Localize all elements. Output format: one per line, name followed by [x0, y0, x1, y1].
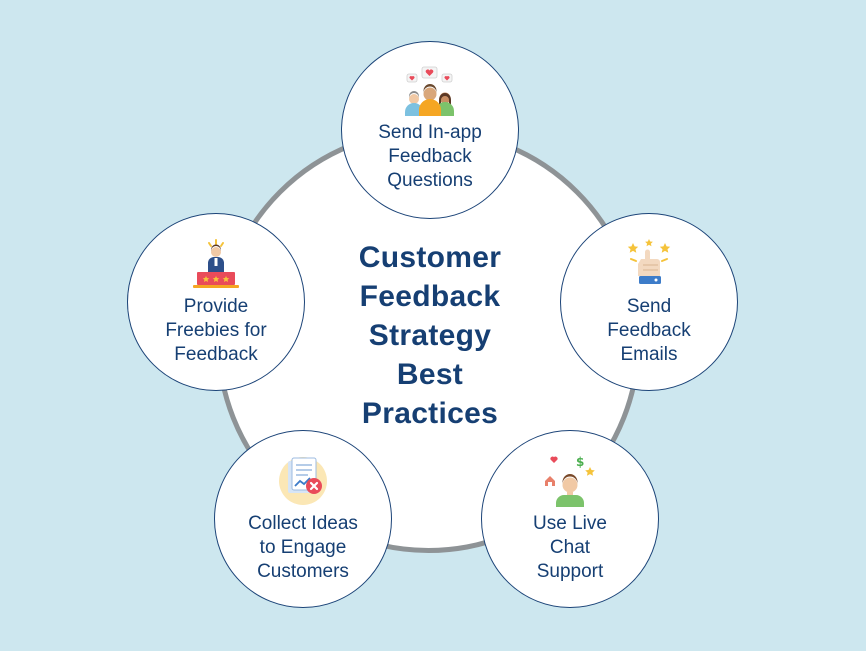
practice-label-line: Customers — [257, 561, 349, 582]
practice-label-line: Use Live — [533, 513, 607, 534]
practice-label: Provide Freebies for Feedback — [138, 295, 294, 367]
practice-label-line: Questions — [387, 170, 473, 191]
practice-label-line: Collect Ideas — [248, 513, 358, 534]
practice-label-line: Freebies for — [165, 320, 267, 341]
practice-label: Collect Ideas to Engage Customers — [225, 512, 381, 584]
practice-label-line: Chat — [549, 537, 591, 558]
practice-label-line: Feedback — [388, 146, 472, 167]
practice-label-line: Emails — [620, 344, 678, 365]
title-line: Practices — [361, 397, 499, 430]
practice-label-line: to Engage — [259, 537, 347, 558]
practice-node-collect-ideas: Collect Ideas to Engage Customers — [214, 430, 392, 608]
diagram-title: Customer Feedback Strategy Best Practice… — [300, 238, 560, 433]
thumbs-up-stars-icon — [627, 239, 671, 284]
practice-label-line: Send — [626, 296, 672, 317]
winner-podium-icon — [193, 239, 239, 288]
practice-label: Send Feedback Emails — [571, 295, 727, 367]
title-line: Strategy — [368, 319, 492, 352]
person-chat-reactions-icon: $ — [545, 455, 595, 507]
title-line: Feedback — [359, 280, 501, 313]
title-line: Best — [396, 358, 464, 391]
practice-node-emails: Send Feedback Emails — [560, 213, 738, 391]
practice-label-line: Feedback — [607, 320, 691, 341]
people-hearts-icon — [405, 66, 454, 116]
practice-label-line: Provide — [183, 296, 249, 317]
practice-label-line: Support — [536, 561, 604, 582]
document-chart-icon — [279, 457, 327, 505]
practice-node-live-chat: $ Use Live Chat Support — [481, 430, 659, 608]
practice-node-freebies: Provide Freebies for Feedback — [127, 213, 305, 391]
practice-label: Send In-app Feedback Questions — [352, 121, 508, 193]
practice-node-in-app: Send In-app Feedback Questions — [341, 41, 519, 219]
practice-label-line: Send In-app — [378, 122, 482, 143]
practice-label: Use Live Chat Support — [492, 512, 648, 584]
practice-label-line: Feedback — [174, 344, 258, 365]
title-line: Customer — [358, 241, 502, 274]
svg-text:$: $ — [576, 455, 584, 469]
